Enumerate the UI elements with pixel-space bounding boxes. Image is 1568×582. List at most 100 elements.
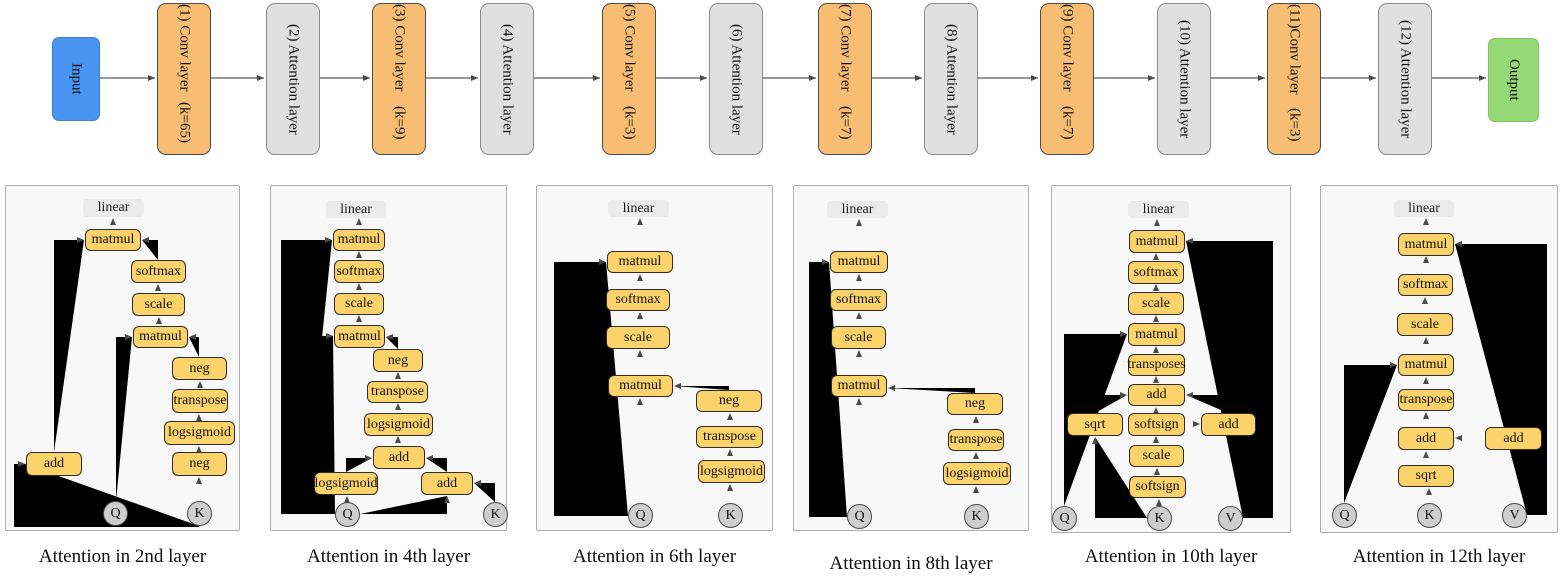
input-node-V: V: [1502, 503, 1527, 528]
op-node-matmul_top: matmul: [1398, 233, 1454, 256]
panel-edges: [14, 218, 203, 527]
op-node-scale_b: scale: [1129, 445, 1184, 467]
stage-label: (k=7): [837, 106, 854, 140]
op-node-logsigmoid: logsigmoid: [698, 460, 765, 483]
op-node-matmul_top: matmul: [830, 251, 888, 273]
stage-label: Input: [68, 63, 85, 95]
stage-4-attention: (4) Attention layer: [480, 3, 534, 155]
op-node-matmul_bot: matmul: [608, 375, 673, 397]
stage-label: (10) Attention layer: [1176, 19, 1193, 139]
op-node-transpose: transpose: [172, 389, 228, 413]
stage-12-attention: (12) Attention layer: [1378, 3, 1432, 155]
op-node-matmul_top: matmul: [1129, 230, 1185, 253]
stage-label: (k=7): [1059, 106, 1076, 140]
op-node-add_c: add: [1398, 427, 1454, 450]
panel-edges: [1064, 219, 1273, 518]
op-node-scale: scale: [334, 293, 384, 315]
input-node-Q: Q: [335, 502, 360, 527]
op-node-neg: neg: [947, 393, 1003, 415]
op-node-scale: scale: [1397, 313, 1453, 336]
input-node-Q: Q: [628, 503, 653, 528]
op-node-transpose: transposes: [1127, 354, 1186, 376]
stage-label: (k=3): [621, 106, 638, 140]
op-node-neg_top: neg: [172, 357, 227, 380]
op-node-softmax: softmax: [1128, 261, 1184, 284]
op-node-matmul_bot: matmul: [133, 326, 188, 348]
panel-caption-5: Attention in 10th layer: [1084, 546, 1258, 567]
stage-2-attention: (2) Attention layer: [266, 3, 320, 155]
op-node-matmul_top: matmul: [85, 229, 141, 251]
op-node-neg: neg: [373, 349, 423, 372]
op-node-matmul_bot: matmul: [334, 325, 385, 348]
op-node-softmax: softmax: [1398, 274, 1453, 296]
op-node-logsigmoid: logsigmoid: [943, 462, 1011, 485]
op-node-matmul_bot: matmul: [1398, 354, 1454, 376]
stage-label: (k=65): [176, 102, 193, 144]
op-node-transpose: transpose: [1398, 389, 1454, 411]
stage-7-conv: (7) Conv layer (k=7): [818, 3, 872, 155]
stage-label: (5) Conv layer: [621, 4, 638, 92]
panel-edges: [554, 218, 733, 516]
stage-5-conv: (5) Conv layer (k=3): [602, 3, 656, 155]
op-node-neg: neg: [696, 390, 762, 412]
op-node-neg_bot: neg: [172, 452, 227, 476]
op-node-logsigmoid: logsigmoid: [164, 421, 235, 445]
stage-label: (12) Attention layer: [1397, 19, 1414, 139]
op-node-linear: linear: [608, 200, 669, 217]
op-node-softmax: softmax: [334, 260, 384, 283]
op-node-transpose: transpose: [367, 381, 428, 403]
stage-label: (9) Conv layer: [1059, 4, 1076, 92]
op-node-linear: linear: [827, 201, 888, 218]
stage-label: (1) Conv layer: [176, 4, 193, 92]
op-node-transpose: transpose: [948, 429, 1004, 451]
op-node-softmax: softmax: [131, 260, 186, 283]
stage-label: (7) Conv layer: [837, 4, 854, 92]
op-node-linear: linear: [326, 201, 386, 218]
op-node-softmax: softmax: [606, 289, 670, 311]
panel-edges: [281, 218, 495, 514]
input-node-K: K: [718, 503, 743, 528]
op-node-add: add: [26, 452, 82, 476]
op-node-softsign_m: softsign: [1128, 413, 1185, 436]
input-node-Q: Q: [1052, 506, 1077, 531]
op-node-linear: linear: [1394, 200, 1454, 217]
op-node-scale_top: scale: [1128, 292, 1184, 315]
op-node-matmul_bot: matmul: [831, 375, 887, 397]
panel-caption-6: Attention in 12th layer: [1352, 546, 1526, 567]
op-node-linear: linear: [83, 199, 144, 217]
panel-caption-2: Attention in 4th layer: [306, 546, 471, 567]
stage-label: (6) Attention layer: [728, 23, 745, 135]
stage-label: (k=3): [1286, 107, 1303, 142]
stage-label: (3) Conv layer: [391, 4, 408, 92]
op-node-sqrt: sqrt: [1067, 413, 1123, 436]
input-node-K: K: [187, 501, 212, 526]
op-node-logsigmoid_bl: logsigmoid: [314, 472, 378, 495]
input-box: Input: [52, 37, 100, 121]
input-node-Q: Q: [103, 501, 128, 526]
panel-caption-3: Attention in 6th layer: [572, 546, 737, 567]
op-node-matmul_top: matmul: [607, 251, 673, 273]
op-node-add_c: add: [373, 446, 425, 469]
stage-11-conv: (11)Conv layer(k=3): [1267, 3, 1321, 155]
op-node-add_br: add: [421, 472, 473, 495]
stage-label: (2) Attention layer: [285, 23, 302, 135]
panel-edges: [809, 219, 979, 517]
op-node-scale: scale: [132, 293, 185, 316]
op-node-sqrt: sqrt: [1398, 465, 1454, 487]
panel-caption-4: Attention in 8th layer: [829, 553, 993, 574]
op-node-softsign_b: softsign: [1129, 476, 1186, 498]
stage-label: (8) Attention layer: [943, 23, 960, 135]
input-node-Q: Q: [847, 504, 872, 529]
stage-6-attention: (6) Attention layer: [709, 3, 763, 155]
stage-10-attention: (10) Attention layer: [1157, 3, 1211, 155]
op-node-add_r: add: [1485, 427, 1542, 450]
output-box: Output: [1488, 38, 1539, 122]
op-node-logsigmoid: logsigmoid: [364, 413, 433, 436]
op-node-scale: scale: [831, 326, 886, 349]
stage-8-attention: (8) Attention layer: [924, 3, 978, 155]
